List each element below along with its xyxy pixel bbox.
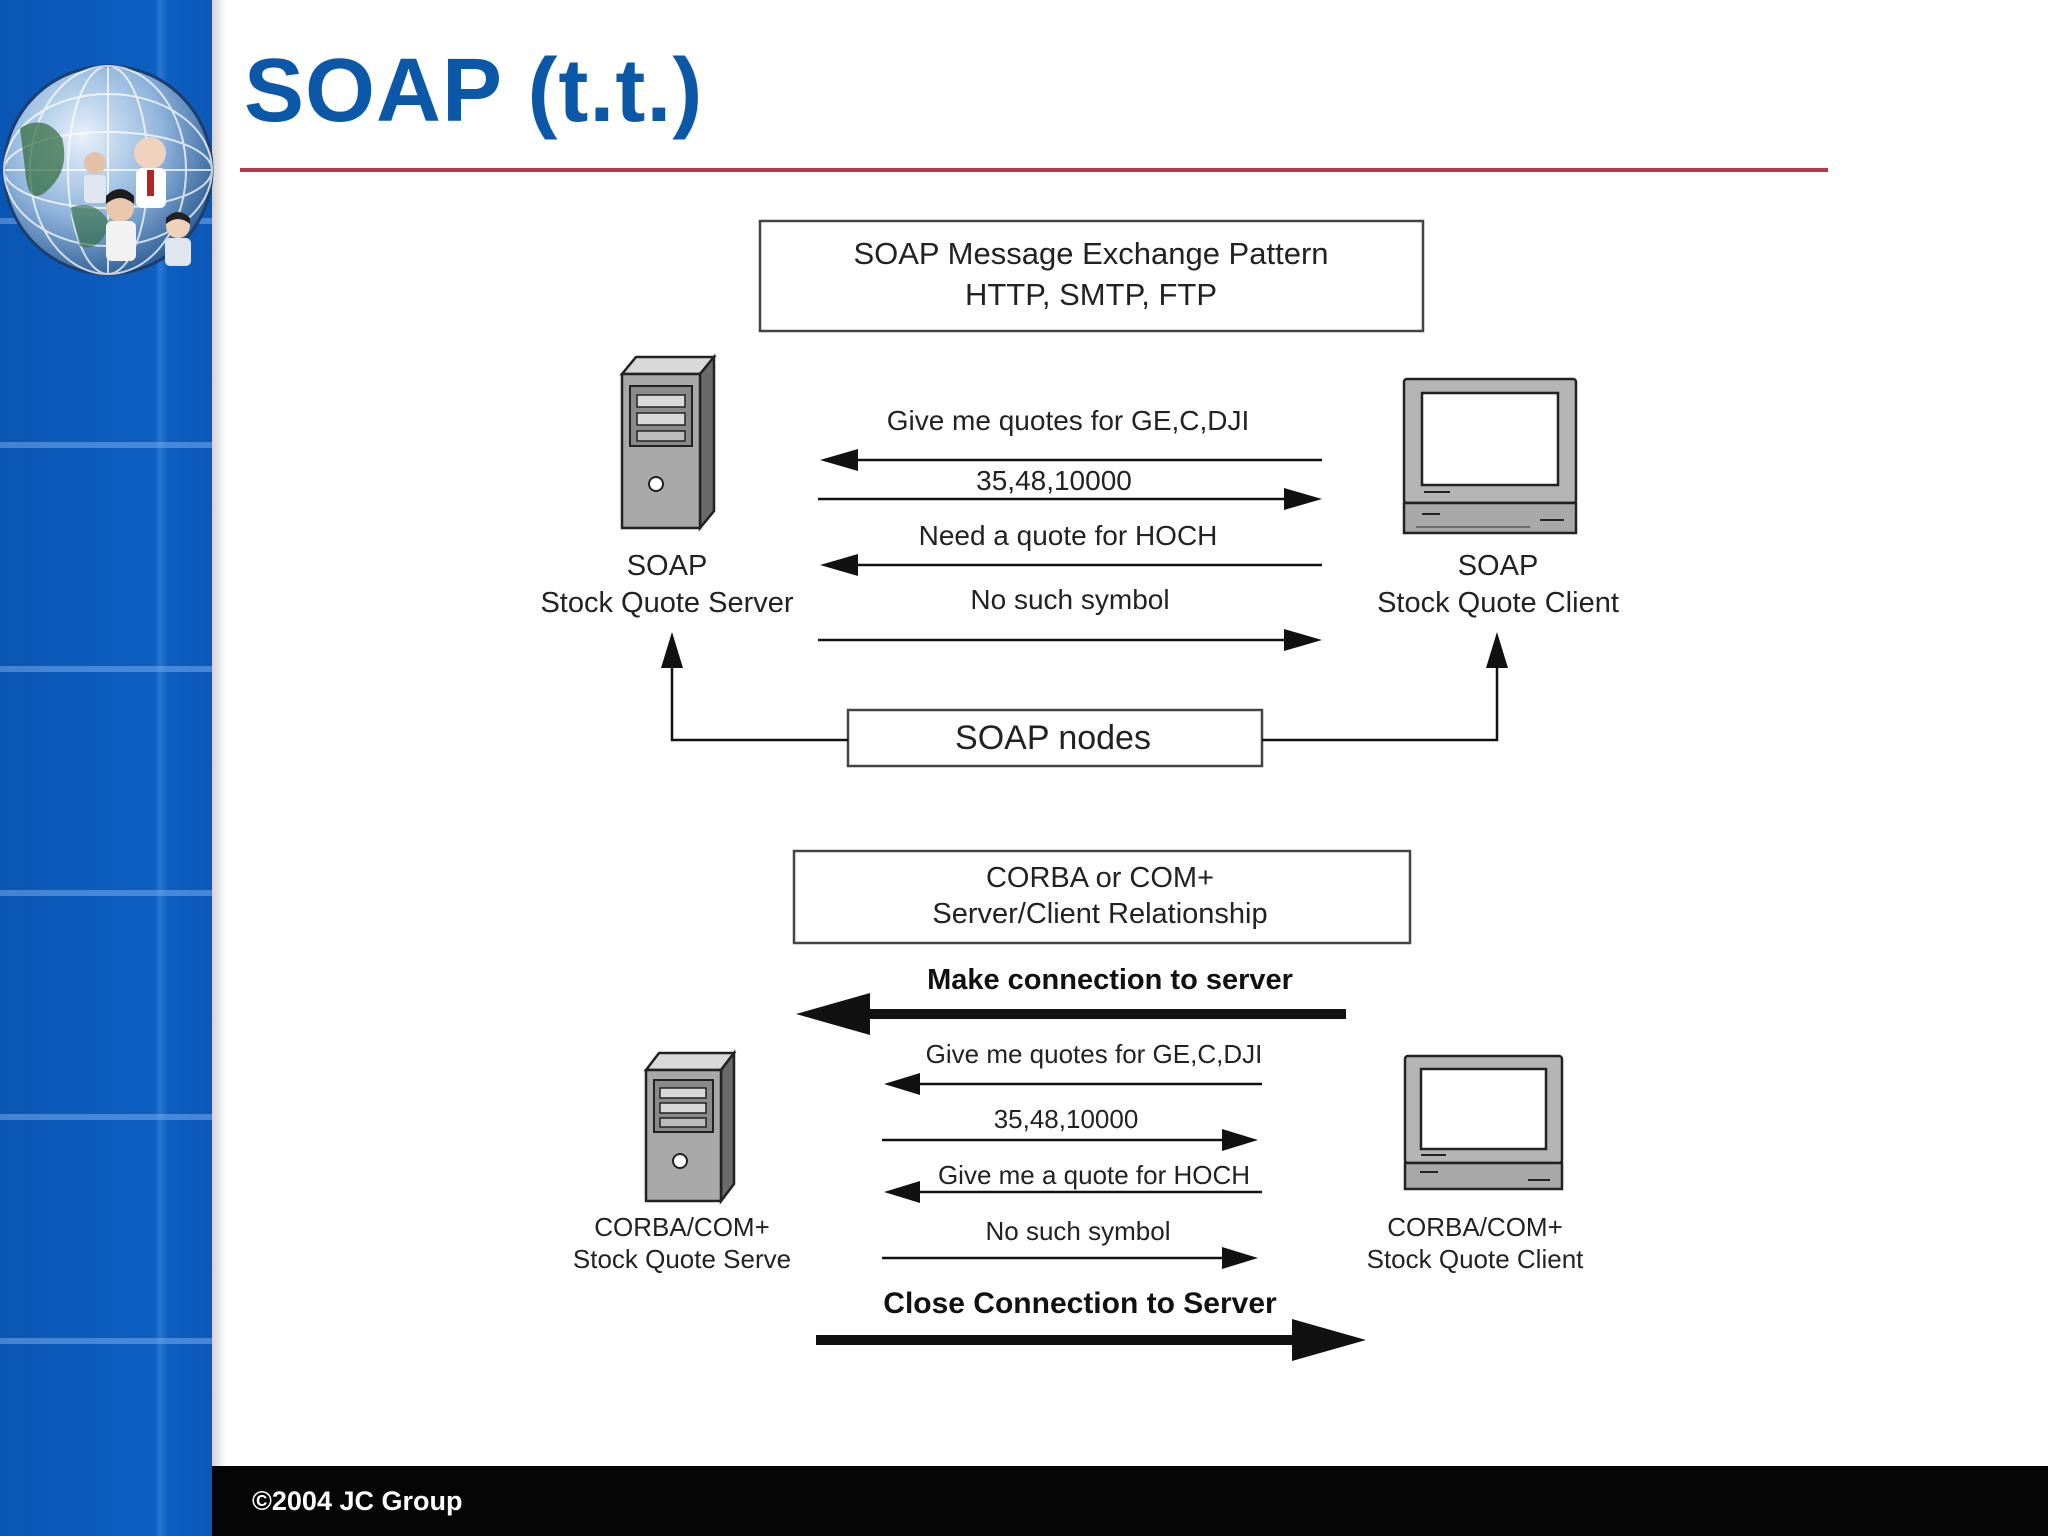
corba-message-2: 35,48,10000: [994, 1104, 1139, 1134]
soap-header-line1: SOAP Message Exchange Pattern: [853, 236, 1328, 271]
soap-message-1: Give me quotes for GE,C,DJI: [887, 405, 1250, 436]
server-icon: [619, 353, 717, 532]
client-computer-icon: [1403, 1054, 1564, 1191]
corba-message-1: Give me quotes for GE,C,DJI: [926, 1039, 1263, 1069]
corba-message-3: Give me a quote for HOCH: [938, 1160, 1250, 1190]
connector-to-server: [670, 668, 848, 742]
corba-client-label-line1: CORBA/COM+: [1387, 1212, 1563, 1242]
soap-header-box: [758, 219, 1425, 333]
copyright-text: ©2004 JC Group: [252, 1486, 463, 1516]
slide-title: SOAP (t.t.): [244, 41, 704, 141]
corba-server-label-line1: CORBA/COM+: [594, 1212, 770, 1242]
soap-client-label-line2: Stock Quote Client: [1377, 587, 1619, 619]
soap-message-3: Need a quote for HOCH: [919, 520, 1218, 551]
soap-server-label-line2: Stock Quote Server: [540, 587, 793, 619]
corba-server-label-line2: Stock Quote Serve: [573, 1244, 791, 1274]
close-label: Close Connection to Server: [883, 1287, 1277, 1320]
soap-nodes-box: [846, 708, 1264, 768]
connector-to-client: [1262, 668, 1499, 742]
soap-server-label-line1: SOAP: [627, 550, 708, 582]
diagram: SOAP Message Exchange Pattern HTTP, SMTP…: [540, 219, 1619, 1361]
soap-message-4: No such symbol: [970, 584, 1169, 615]
soap-message-2: 35,48,10000: [976, 465, 1132, 496]
sidebar-shadow: [212, 0, 226, 1536]
soap-header-line2: HTTP, SMTP, FTP: [965, 277, 1217, 312]
connect-label: Make connection to server: [927, 964, 1293, 996]
client-computer-icon: [1402, 377, 1578, 535]
server-icon: [643, 1049, 737, 1205]
title-divider: [240, 168, 1828, 172]
corba-header-line2: Server/Client Relationship: [932, 898, 1267, 930]
soap-client-label-line1: SOAP: [1458, 550, 1539, 582]
corba-client-label-line2: Stock Quote Client: [1367, 1244, 1585, 1274]
globe-logo: [2, 64, 214, 276]
soap-nodes-label: SOAP nodes: [955, 719, 1151, 757]
corba-header-box: [792, 849, 1412, 945]
footer-bar: ©2004 JC Group: [212, 1466, 2048, 1536]
corba-header-line1: CORBA or COM+: [986, 862, 1214, 894]
corba-message-4: No such symbol: [986, 1216, 1171, 1246]
